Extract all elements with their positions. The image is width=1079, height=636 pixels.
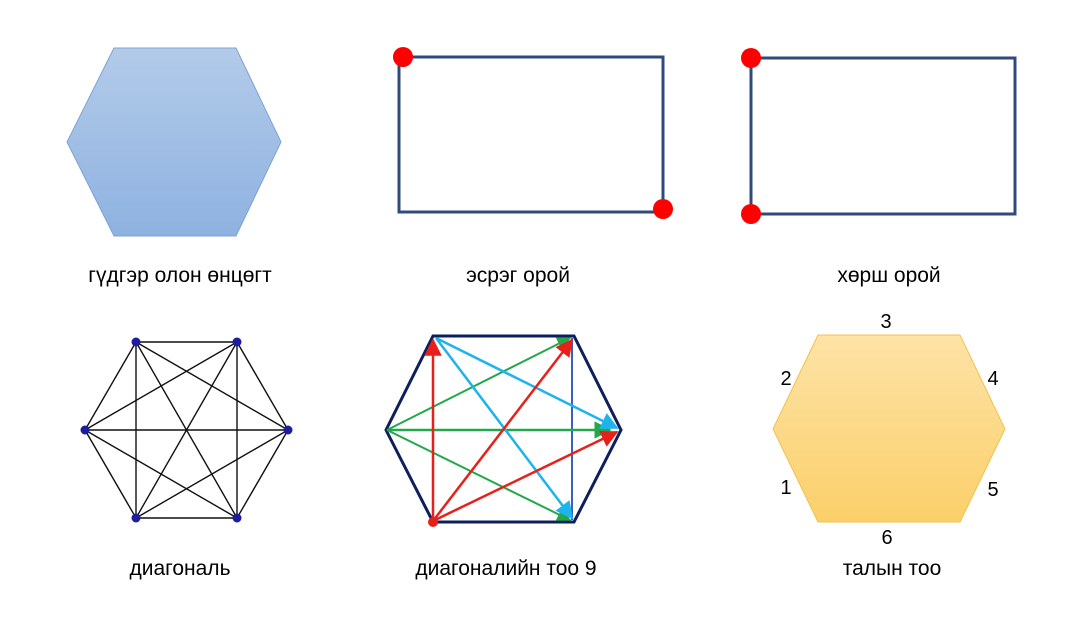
side-number-3: 3: [880, 311, 892, 333]
caption-diagonal-count: диагоналийн тоо 9: [415, 557, 597, 580]
vertex-dot: [741, 48, 761, 68]
side-number-6: 6: [881, 527, 893, 549]
hexagon-outline: [384, 334, 623, 524]
caption-convex-polygon: гүдгэр олон өнцөгт: [88, 264, 272, 287]
caption-adjacent-vertex: хөрш орой: [837, 264, 941, 287]
graph-node: [131, 337, 141, 347]
vertex-dot: [428, 517, 438, 527]
vertex-dot: [741, 204, 761, 224]
rectangle: [749, 56, 1017, 216]
caption-opposite-vertex: эсрэг орой: [466, 264, 570, 287]
vertex-dot: [393, 47, 413, 67]
side-number-5: 5: [987, 479, 999, 501]
side-number-4: 4: [987, 368, 999, 390]
graph-node: [283, 425, 293, 435]
side-number-1: 1: [780, 477, 792, 499]
diagonal-graph: [84, 341, 289, 519]
rectangle: [397, 55, 665, 214]
convex-hexagon: [66, 47, 282, 237]
diagonal-arrow: [386, 337, 572, 431]
caption-diagonal: диагональ: [129, 557, 231, 580]
vertex-dot: [653, 199, 673, 219]
side-number-2: 2: [780, 368, 792, 390]
diagonal-arrow: [435, 336, 619, 430]
graph-node: [131, 513, 141, 523]
diagonal-count-figure: [384, 334, 623, 527]
diagonal-arrow: [386, 429, 572, 521]
opposite-vertex-figure: [393, 47, 673, 219]
diagonal-arrow: [432, 430, 619, 523]
graph-nodes: [80, 337, 293, 523]
graph-node: [232, 337, 242, 347]
adjacent-vertex-figure: [741, 48, 1017, 224]
side-count-hexagon: [772, 334, 1006, 523]
graph-node: [232, 513, 242, 523]
diagonal-arrow: [432, 338, 574, 522]
caption-side-count: талын тоо: [842, 557, 942, 580]
graph-node: [80, 425, 90, 435]
